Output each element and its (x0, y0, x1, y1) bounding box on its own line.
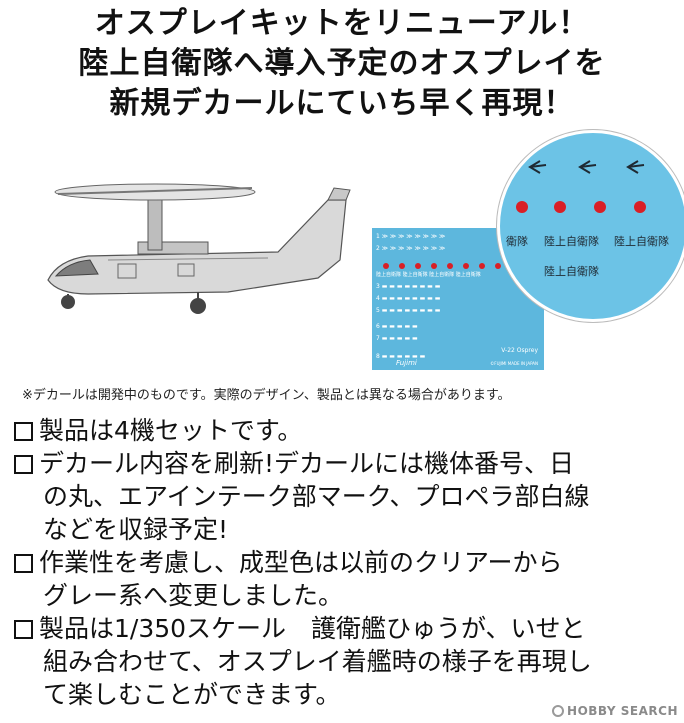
svg-text:5 ▬ ▬ ▬ ▬ ▬ ▬ ▬ ▬: 5 ▬ ▬ ▬ ▬ ▬ ▬ ▬ ▬ (376, 307, 441, 314)
checkbox-square-icon (14, 620, 33, 639)
decal-sheet-label: V-22 Osprey (501, 347, 538, 354)
feature-item-4-cont-2: て楽しむことができます。 (43, 680, 341, 709)
decal-sheet-brand: Fujimi (396, 359, 417, 367)
feature-item-3-cont-1: グレー系へ変更しました。 (43, 581, 344, 610)
zoom-text-4: 陸上自衛隊 (544, 265, 599, 278)
feature-item-2-cont-2: などを収録予定! (43, 515, 229, 544)
svg-text:3 ▬ ▬ ▬ ▬ ▬ ▬ ▬ ▬: 3 ▬ ▬ ▬ ▬ ▬ ▬ ▬ ▬ (376, 283, 441, 290)
feature-item-3: 作業性を考慮し、成型色は以前のクリアーから (14, 547, 563, 578)
disclaimer-note: ※デカールは開発中のものです。実際のデザイン、製品とは異なる場合があります。 (22, 388, 511, 403)
feature-text: 製品は1/350スケール 護衛艦ひゅうが、いせと (39, 614, 586, 643)
svg-text:2 ≫ ≫ ≫ ≫ ≫ ≫ ≫ ≫: 2 ≫ ≫ ≫ ≫ ≫ ≫ ≫ ≫ (376, 245, 445, 252)
decal-sheet-copyright: ©FUJIMI MADE IN JAPAN (490, 361, 538, 366)
svg-text:1 ≫ ≫ ≫ ≫ ≫ ≫ ≫ ≫: 1 ≫ ≫ ≫ ≫ ≫ ≫ ≫ ≫ (376, 233, 445, 240)
svg-text:6 ▬ ▬ ▬ ▬ ▬: 6 ▬ ▬ ▬ ▬ ▬ (376, 323, 418, 330)
zoom-text-1: 衛隊 (506, 235, 528, 248)
watermark: HOBBY SEARCH (552, 704, 678, 718)
watermark-text: HOBBY SEARCH (567, 704, 678, 718)
intake-chevrons (528, 160, 645, 174)
osprey-aircraft-illustration (47, 183, 351, 314)
svg-text:陸上自衛隊 陸上自衛隊 陸上自衛隊 陸上自衛隊: 陸上自衛隊 陸上自衛隊 陸上自衛隊 陸上自衛隊 (376, 271, 481, 278)
feature-item-4-cont-1: 組み合わせて、オスプレイ着艦時の様子を再現し (43, 647, 592, 676)
feature-item-4: 製品は1/350スケール 護衛艦ひゅうが、いせと (14, 613, 586, 644)
feature-text: 作業性を考慮し、成型色は以前のクリアーから (39, 548, 563, 577)
svg-text:8 ▬ ▬ ▬ ▬ ▬ ▬: 8 ▬ ▬ ▬ ▬ ▬ ▬ (376, 353, 426, 360)
feature-text: デカール内容を刷新!デカールには機体番号、日 (39, 449, 575, 478)
svg-text:4 ▬ ▬ ▬ ▬ ▬ ▬ ▬ ▬: 4 ▬ ▬ ▬ ▬ ▬ ▬ ▬ ▬ (376, 295, 441, 302)
headline-line-1: オスプレイキットをリニューアル！ (94, 6, 590, 41)
decal-sheet-markings: 1 ≫ ≫ ≫ ≫ ≫ ≫ ≫ ≫ 2 ≫ ≫ ≫ ≫ ≫ ≫ ≫ ≫ 3 ▬ … (376, 233, 501, 360)
checkbox-square-icon (14, 554, 33, 573)
feature-item-1: 製品は4機セットです。 (14, 415, 302, 446)
hinomaru-marks (516, 201, 646, 213)
feature-item-2-cont-1: の丸、エアインテーク部マーク、プロペラ部白線 (43, 482, 590, 511)
zoom-text-2: 陸上自衛隊 (544, 235, 599, 248)
feature-item-2: デカール内容を刷新!デカールには機体番号、日 (14, 448, 574, 479)
checkbox-square-icon (14, 422, 33, 441)
checkbox-square-icon (14, 455, 33, 474)
zoom-text-3: 陸上自衛隊 (614, 235, 669, 248)
hobby-search-logo-icon (552, 705, 565, 717)
svg-text:7 ▬ ▬ ▬ ▬ ▬: 7 ▬ ▬ ▬ ▬ ▬ (376, 335, 418, 342)
decal-zoom-circle: 衛隊 陸上自衛隊 陸上自衛隊 陸上自衛隊 (497, 130, 684, 322)
headline-line-2: 陸上自衛隊へ導入予定のオスプレイを (78, 46, 606, 81)
headline-line-3: 新規デカールにていち早く再現！ (109, 86, 575, 121)
feature-text: 製品は4機セットです。 (39, 416, 303, 445)
